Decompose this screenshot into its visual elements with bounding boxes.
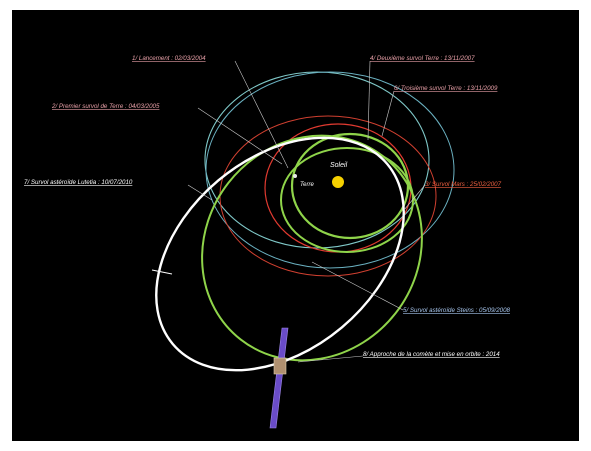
leader-lines bbox=[187, 60, 426, 363]
event-mars: 3/ Survol Mars : 25/02/2007 bbox=[425, 181, 502, 188]
event-lutetia: 7/ Survol astéroïde Lutetia : 10/07/2010 bbox=[24, 179, 133, 186]
event-launch: 1/ Lancement : 02/03/2004 bbox=[132, 55, 206, 62]
earth-icon bbox=[293, 174, 297, 178]
earth-label: Terre bbox=[300, 182, 314, 188]
comet-orbit bbox=[155, 136, 405, 372]
outer-orbit-2 bbox=[205, 71, 455, 269]
sun-label: Soleil bbox=[330, 162, 348, 169]
event-steins: 5/ Survol astéroïde Steins : 05/09/2008 bbox=[403, 307, 511, 314]
spacecraft-icon bbox=[269, 327, 289, 429]
event-comet: 8/ Approche de la comète et mise en orbi… bbox=[363, 351, 500, 358]
orbit-diagram: Soleil Terre 1/ Lancement : 02/03/2004 2… bbox=[12, 10, 579, 441]
sun-icon bbox=[332, 176, 344, 188]
event-flyby3: 6/ Troisième survol Terre : 13/11/2009 bbox=[394, 85, 498, 92]
antenna-marker bbox=[151, 269, 173, 275]
transfer-orbit-2 bbox=[280, 147, 414, 253]
event-flyby2: 4/ Deuxième survol Terre : 13/11/2007 bbox=[370, 55, 475, 62]
event-flyby1: 2/ Premier survol de Terre : 04/03/2005 bbox=[51, 103, 160, 110]
outer-orbit-1 bbox=[204, 71, 430, 249]
diagram-frame: Soleil Terre 1/ Lancement : 02/03/2004 2… bbox=[12, 10, 579, 441]
transfer-orbit-3 bbox=[201, 134, 423, 362]
